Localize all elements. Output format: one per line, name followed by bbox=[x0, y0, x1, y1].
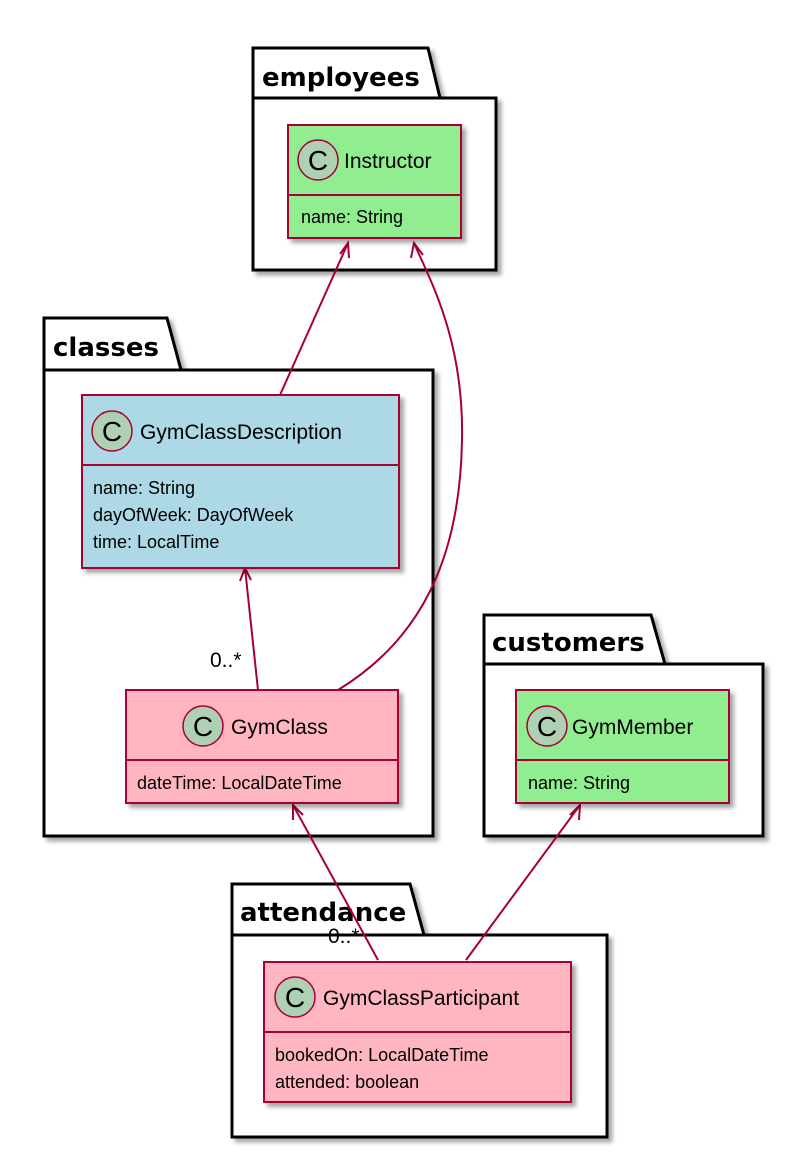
class-stereotype-icon bbox=[526, 705, 568, 747]
class-box bbox=[125, 689, 399, 804]
class-gym-class-participant[interactable]: C GymClassParticipant bookedOn: LocalDat… bbox=[263, 961, 572, 1103]
class-name: GymClassParticipant bbox=[323, 987, 519, 1010]
class-attribute: bookedOn: LocalDateTime bbox=[275, 1045, 488, 1065]
class-stereotype-letter: C bbox=[308, 145, 328, 176]
class-stereotype-icon bbox=[91, 410, 133, 452]
class-attribute: name: String bbox=[528, 773, 630, 793]
edges bbox=[239, 240, 582, 961]
class-name: Instructor bbox=[344, 150, 432, 173]
class-stereotype-letter: C bbox=[285, 982, 305, 1013]
class-attribute: time: LocalTime bbox=[93, 532, 219, 552]
edge-description-to-instructor bbox=[279, 242, 349, 396]
multiplicity-gymclass-description: 0..* bbox=[210, 649, 242, 672]
class-stereotype-icon bbox=[297, 139, 339, 181]
edge-gymclass-to-instructor bbox=[337, 242, 464, 691]
package-title-employees: employees bbox=[262, 63, 420, 93]
arrowhead-instructor-2 bbox=[410, 240, 424, 259]
multiplicity-participant-gymclass: 0..* bbox=[328, 925, 360, 948]
class-instructor[interactable]: C Instructor name: String bbox=[287, 124, 462, 239]
class-box bbox=[81, 394, 400, 569]
class-attribute: name: String bbox=[93, 478, 195, 498]
package-title-classes: classes bbox=[53, 333, 159, 363]
class-stereotype-icon bbox=[274, 976, 316, 1018]
class-gym-class-description[interactable]: C GymClassDescription name: String dayOf… bbox=[81, 394, 400, 569]
class-attribute: name: String bbox=[301, 207, 403, 227]
class-attribute: attended: boolean bbox=[275, 1072, 419, 1092]
class-gym-class[interactable]: C GymClass dateTime: LocalDateTime bbox=[125, 689, 399, 804]
arrowhead-gymclass bbox=[292, 802, 304, 820]
class-stereotype-letter: C bbox=[537, 711, 557, 742]
edge-participant-to-gymmember bbox=[465, 804, 581, 961]
class-stereotype-letter: C bbox=[193, 711, 213, 742]
class-stereotype-letter: C bbox=[102, 416, 122, 447]
arrowhead-instructor-1 bbox=[339, 240, 350, 259]
edge-participant-to-gymclass bbox=[292, 804, 379, 961]
class-name: GymClassDescription bbox=[140, 421, 342, 444]
package-title-attendance: attendance bbox=[240, 898, 406, 928]
class-name: GymMember bbox=[572, 716, 693, 739]
class-attribute: dateTime: LocalDateTime bbox=[137, 773, 342, 793]
class-name: GymClass bbox=[231, 716, 328, 739]
edge-gymclass-to-description bbox=[244, 567, 259, 691]
class-stereotype-icon bbox=[182, 705, 224, 747]
class-attribute: dayOfWeek: DayOfWeek bbox=[93, 505, 294, 525]
arrowhead-gymmember bbox=[569, 802, 582, 821]
class-gym-member[interactable]: C GymMember name: String bbox=[515, 689, 730, 804]
package-title-customers: customers bbox=[492, 628, 645, 658]
